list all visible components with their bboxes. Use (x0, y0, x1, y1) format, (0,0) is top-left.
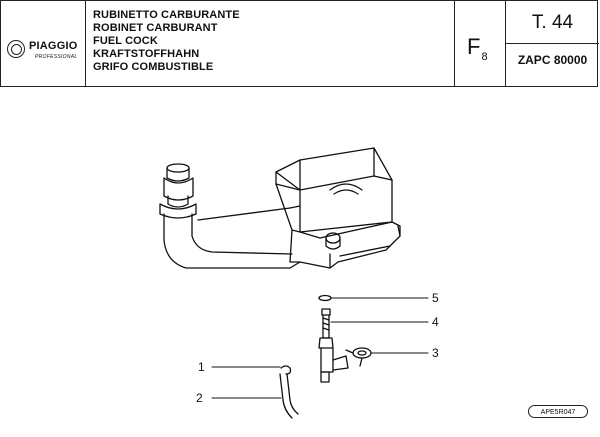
part-3-lever (345, 347, 372, 367)
table-number: T. 44 (506, 1, 599, 44)
title-it: RUBINETTO CARBURANTE (93, 9, 240, 21)
titles-cell: RUBINETTO CARBURANTE ROBINET CARBURANT F… (86, 1, 455, 86)
callout-5: 5 (432, 291, 439, 305)
fuel-tank (159, 147, 401, 269)
drawing-reference: APE5R047 (528, 405, 588, 418)
callout-3: 3 (432, 346, 439, 360)
title-en: FUEL COCK (93, 35, 158, 47)
exploded-parts-drawing: 5 4 3 1 2 (159, 147, 439, 419)
logo-cell: PIAGGIO PROFESSIONAL (1, 1, 86, 86)
brand-subtitle: PROFESSIONAL (35, 54, 78, 60)
piaggio-emblem-icon (7, 40, 25, 58)
part-2-hose (279, 373, 299, 419)
title-de: KRAFTSTOFFHAHN (93, 48, 200, 60)
title-block: PIAGGIO PROFESSIONAL RUBINETTO CARBURANT… (0, 0, 599, 87)
title-fr: ROBINET CARBURANT (93, 22, 218, 34)
callout-4: 4 (432, 315, 439, 329)
section-code: F8 (467, 34, 488, 63)
title-es: GRIFO COMBUSTIBLE (93, 61, 214, 73)
callout-2: 2 (196, 391, 203, 405)
table-cell: T. 44 ZAPC 80000 (506, 1, 599, 86)
section-code-cell: F8 (455, 1, 506, 86)
engine-code: ZAPC 80000 (517, 53, 588, 67)
leader-lines (211, 297, 429, 399)
brand-name: PIAGGIO (29, 40, 78, 52)
callout-1: 1 (198, 360, 205, 374)
part-1-clip (280, 365, 292, 375)
part-4-fuel-cock (318, 308, 349, 383)
piaggio-logo: PIAGGIO PROFESSIONAL (7, 38, 82, 66)
part-5-o-ring (318, 294, 332, 302)
